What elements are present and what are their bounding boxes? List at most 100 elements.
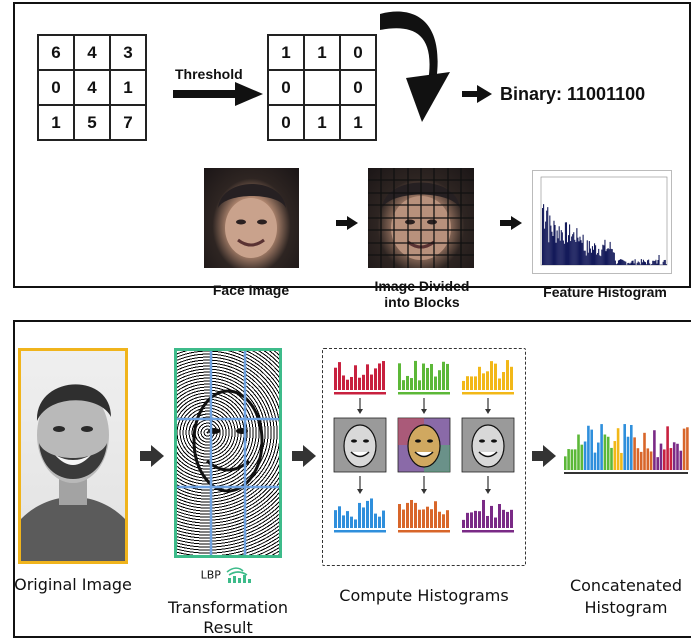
lbp-logo-icon bbox=[226, 567, 252, 583]
down-arrow-head-icon bbox=[421, 409, 427, 414]
histogram-bar bbox=[562, 240, 564, 265]
histogram-caption: Feature Histogram bbox=[543, 284, 667, 300]
histogram-bar bbox=[633, 263, 635, 265]
histogram-bar bbox=[604, 239, 606, 265]
histogram-bar bbox=[581, 242, 583, 265]
histogram-bar bbox=[570, 241, 572, 265]
histogram-baseline bbox=[334, 392, 386, 395]
compute-histograms-box bbox=[322, 348, 526, 566]
histogram-bar bbox=[601, 249, 603, 265]
concatenated-histogram-bar bbox=[587, 425, 590, 470]
concatenated-histogram-bar bbox=[573, 449, 577, 470]
grid-cell: 3 bbox=[109, 34, 147, 71]
block-histogram-bar bbox=[362, 507, 365, 528]
block-histogram-bar bbox=[478, 366, 481, 390]
concatenated-histogram-bar bbox=[682, 428, 686, 470]
block-histogram-bar bbox=[434, 501, 437, 528]
histogram-bar bbox=[583, 250, 585, 265]
histogram-bar bbox=[644, 262, 647, 265]
concatenated-histogram-bar bbox=[626, 436, 630, 470]
histogram-bar bbox=[591, 246, 594, 265]
concatenated-histogram-bar bbox=[580, 444, 584, 470]
histogram-baseline bbox=[398, 392, 450, 395]
block-histogram-bar bbox=[362, 374, 365, 390]
histogram-bar bbox=[600, 256, 602, 265]
concatenated-histogram-bar bbox=[616, 428, 620, 470]
histogram-bar bbox=[625, 261, 627, 265]
histogram-bar bbox=[566, 242, 569, 265]
block-histogram-bar bbox=[462, 519, 465, 528]
lbp-logo-text: LBP bbox=[200, 568, 221, 582]
block-histogram-bar bbox=[478, 511, 481, 528]
histogram-bar bbox=[568, 235, 570, 265]
block-histogram-bar bbox=[490, 361, 493, 390]
concatenated-histogram-bar bbox=[679, 450, 683, 470]
block-histogram-bar bbox=[414, 360, 417, 390]
block-histogram-bar bbox=[438, 370, 441, 390]
histogram-bar bbox=[605, 251, 607, 265]
grid-cell: 7 bbox=[109, 104, 147, 141]
histogram-bar bbox=[603, 245, 605, 265]
histogram-bar bbox=[610, 248, 612, 265]
histogram-bar bbox=[548, 242, 550, 265]
histogram-bar bbox=[647, 260, 649, 265]
histogram-bar bbox=[545, 221, 547, 265]
arrow-compute-to-concat-icon bbox=[532, 445, 556, 467]
block-histogram-bar bbox=[382, 361, 385, 390]
histogram-bar bbox=[554, 225, 556, 265]
grid-cell: 0 bbox=[267, 69, 305, 106]
transformation-caption-line2: Result bbox=[203, 618, 253, 637]
histogram-bar bbox=[586, 240, 588, 265]
histogram-bar bbox=[651, 264, 653, 265]
histogram-bar bbox=[655, 259, 657, 265]
histogram-bar bbox=[602, 244, 604, 265]
histogram-bar bbox=[640, 259, 642, 265]
lbp-block-grid-icon bbox=[177, 351, 279, 555]
histogram-bar bbox=[590, 252, 592, 265]
face-image-caption: Face Image bbox=[212, 282, 290, 298]
histogram-bar bbox=[652, 260, 654, 265]
face-block-thumbnail bbox=[333, 417, 387, 473]
block-histogram-bar bbox=[474, 510, 477, 528]
block-histogram-bar bbox=[474, 376, 477, 390]
histogram-bar bbox=[556, 230, 558, 265]
block-histogram-bar bbox=[350, 516, 353, 528]
histogram-bar bbox=[665, 264, 667, 265]
grid-cell: 6 bbox=[37, 34, 75, 71]
histogram-bar bbox=[654, 261, 656, 265]
block-histogram-bar bbox=[446, 510, 449, 528]
histogram-bar bbox=[544, 228, 546, 265]
concatenated-histogram-bar bbox=[669, 448, 673, 470]
histogram-bar bbox=[585, 255, 587, 265]
block-histogram-bar bbox=[486, 371, 489, 390]
histogram-bar bbox=[630, 262, 632, 265]
histogram-bar bbox=[643, 261, 646, 265]
grid-cell: 0 bbox=[339, 69, 377, 106]
concatenated-histogram-bar bbox=[663, 449, 666, 470]
block-histogram-bar bbox=[470, 376, 473, 390]
block-histogram-bar bbox=[354, 519, 357, 528]
histogram-bar bbox=[634, 259, 636, 265]
concatenated-histogram-bar bbox=[600, 424, 603, 470]
concatenated-histogram-bar bbox=[564, 456, 567, 470]
block-histogram-bar bbox=[378, 516, 381, 528]
concatenated-histogram-bar bbox=[656, 457, 659, 470]
histogram-bar bbox=[609, 241, 611, 265]
block-histogram-bar bbox=[466, 376, 469, 390]
portrait-icon bbox=[21, 384, 125, 561]
histogram-bar bbox=[599, 255, 601, 265]
histogram-bar bbox=[611, 249, 613, 265]
histogram-bar bbox=[572, 234, 574, 265]
histogram-bar bbox=[598, 248, 600, 265]
histogram-bar bbox=[563, 243, 565, 265]
histogram-bar bbox=[612, 252, 614, 265]
histogram-bar bbox=[584, 250, 586, 265]
block-histogram-bar bbox=[442, 361, 445, 390]
block-histogram-bar bbox=[402, 380, 405, 390]
block-grid-icon bbox=[368, 168, 474, 268]
concatenated-histogram-bar bbox=[606, 436, 610, 470]
concatenated-histogram-bar bbox=[633, 437, 636, 470]
block-histogram-bar bbox=[338, 506, 341, 528]
grid-cell: 4 bbox=[73, 69, 111, 106]
block-histogram-bar bbox=[494, 363, 497, 390]
